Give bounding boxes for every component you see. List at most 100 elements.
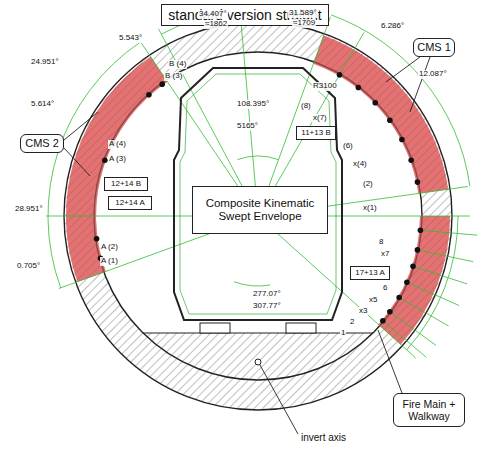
cable-zone-tint xyxy=(66,57,167,282)
dimension-label: (8) xyxy=(300,102,312,111)
invert-slab xyxy=(90,333,430,383)
position-leader xyxy=(423,230,477,235)
node-text: 17+13 A xyxy=(355,268,385,277)
angle-dimension-arc xyxy=(237,156,278,160)
dimension-label: A (1) xyxy=(100,257,119,266)
bracket-box: 12+14 A xyxy=(108,196,152,210)
position-leader xyxy=(392,314,436,346)
cable-dot xyxy=(408,157,414,163)
dimension-label: 5.543° xyxy=(118,34,143,43)
cable-zone xyxy=(313,36,448,194)
dimension-label: 31.589° xyxy=(288,9,318,18)
position-leader xyxy=(410,284,459,306)
dimension-label: 34.407° xyxy=(198,10,228,19)
rail-left xyxy=(200,323,230,333)
cable-dot xyxy=(399,137,405,143)
callout-box: CMS 2 xyxy=(20,134,64,153)
cable-dot xyxy=(380,318,386,324)
dimension-label: (6) xyxy=(342,142,354,151)
cable-dot xyxy=(337,72,343,78)
node-text: Fire Main + Walkway xyxy=(397,398,461,422)
dimension-label: x7 xyxy=(380,250,390,259)
dimension-label: 2 xyxy=(349,318,355,327)
dimension-label: x(4) xyxy=(352,160,368,169)
cable-dot xyxy=(102,157,108,163)
leader-line xyxy=(64,112,98,140)
cable-dot xyxy=(387,309,393,315)
rail-right xyxy=(286,323,316,333)
cable-zones xyxy=(66,36,450,345)
position-leader xyxy=(385,323,426,358)
angle-dimension-arc xyxy=(234,282,270,286)
dimension-label: invert axis xyxy=(300,432,347,443)
dimension-label: A (4) xyxy=(108,140,127,149)
dimension-label: x(1) xyxy=(362,204,378,213)
cable-dot xyxy=(415,179,421,185)
dimension-label: 6 xyxy=(382,284,388,293)
radial-dimension-line xyxy=(240,5,258,216)
dimension-label: ≈1862 xyxy=(204,20,228,29)
bracket-box: 17+13 A xyxy=(350,266,390,280)
dimension-label: 307.77° xyxy=(252,302,282,311)
dimension-label: 0.705° xyxy=(16,262,41,271)
cable-dot xyxy=(372,100,378,106)
position-leader xyxy=(416,267,467,284)
dimension-label: x(7) xyxy=(312,114,328,123)
leader-line xyxy=(386,57,420,82)
node-text: CMS 2 xyxy=(25,137,59,150)
cable-dot xyxy=(94,236,100,242)
dimension-lines xyxy=(46,5,477,358)
cable-dot xyxy=(396,295,402,301)
dimension-label: A (3) xyxy=(108,155,127,164)
dimension-label: (2) xyxy=(362,180,374,189)
dimension-label: 277.07° xyxy=(252,290,282,299)
bracket-box: 11+13 B xyxy=(296,126,336,140)
cable-dot xyxy=(404,279,410,285)
dimension-label: 24.951° xyxy=(30,58,60,67)
node-text: 12+14 A xyxy=(115,198,145,207)
dimension-label: B (3) xyxy=(164,72,183,81)
angle-dimension-arc xyxy=(48,42,141,288)
node-text: 11+13 B xyxy=(301,128,330,137)
cable-zone-tint xyxy=(313,36,448,194)
dimension-label: B (4) xyxy=(168,60,187,69)
leader-line xyxy=(260,365,298,434)
angle-dimension-arc xyxy=(331,15,470,186)
dimension-label: 5.614° xyxy=(30,100,55,109)
cable-dot xyxy=(356,85,362,91)
leader-line xyxy=(64,148,90,176)
dimension-label: 12.087° xyxy=(418,70,448,79)
cable-dot xyxy=(146,92,152,98)
leader-line xyxy=(378,330,402,393)
dimension-label: R3100 xyxy=(312,82,338,91)
swept-envelope xyxy=(174,68,342,320)
bracket-box: 12+14 B xyxy=(104,177,148,191)
cable-dot xyxy=(415,247,421,253)
cable-dot xyxy=(418,227,424,233)
cable-dot xyxy=(410,264,416,270)
position-leader xyxy=(420,251,473,262)
node-text: Composite Kinematic Swept Envelope xyxy=(196,197,324,223)
invert-axis-point xyxy=(255,359,261,365)
cable-dot xyxy=(387,117,393,123)
dimension-label: 1 xyxy=(340,329,346,338)
dimension-label: x3 xyxy=(358,307,368,316)
dimension-label: 28.951° xyxy=(14,205,44,214)
dimension-label: 6.286° xyxy=(380,22,405,31)
dimension-label: A (2) xyxy=(100,243,119,252)
dimension-label: ≈1709 xyxy=(292,19,316,28)
cable-zones-overlay xyxy=(66,36,450,345)
dimension-label: 8 xyxy=(378,238,384,247)
envelope-label-box: Composite Kinematic Swept Envelope xyxy=(192,186,328,234)
dimension-label: 5165° xyxy=(236,122,259,131)
cable-zone-tint xyxy=(378,216,450,344)
callout-box: Fire Main + Walkway xyxy=(393,393,465,427)
dimension-label: x5 xyxy=(368,296,378,305)
cable-dot xyxy=(159,81,165,87)
node-text: CMS 1 xyxy=(417,41,451,54)
cable-zone xyxy=(66,57,167,282)
leader-line xyxy=(410,57,430,112)
node-text: 12+14 B xyxy=(111,179,141,188)
position-leader xyxy=(402,299,449,326)
callout-box: CMS 1 xyxy=(413,38,455,57)
